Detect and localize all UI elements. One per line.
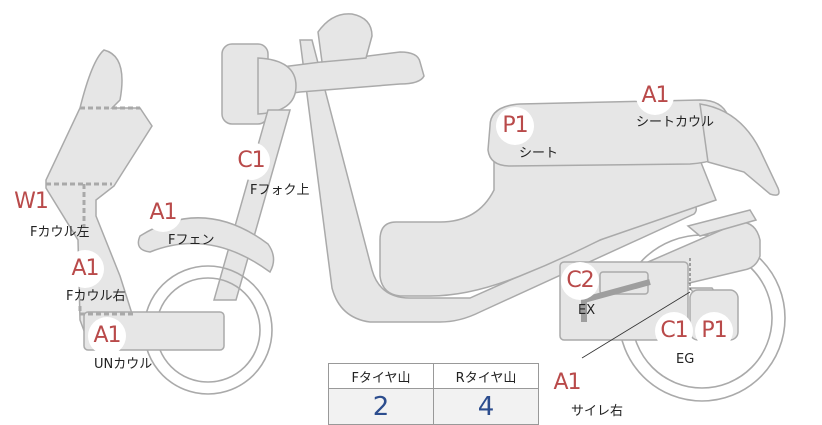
label-un-cowl: UNカウル: [94, 357, 153, 372]
exhaust-bend: [581, 279, 651, 322]
tire-table-header-row: Fタイヤ山 Rタイヤ山: [328, 363, 539, 389]
value-rear-tire-tread: 4: [433, 388, 539, 425]
badge-c1-eg: C1: [655, 312, 693, 350]
label-ex: EX: [578, 303, 596, 318]
badge-a1-un-cowl: A1: [88, 317, 126, 355]
front-cowl: [45, 49, 153, 337]
tail-cowl: [699, 103, 780, 196]
badge-w1-fcowl-left: W1: [12, 183, 50, 221]
label-ffork-upper: Fフォク上: [250, 183, 310, 198]
tire-table-value-row: 2 4: [328, 388, 539, 425]
label-seat: シート: [519, 146, 559, 161]
label-side-cover-right: サイレ右: [571, 404, 624, 419]
header-rear-tire-tread: Rタイヤ山: [433, 363, 539, 389]
front-fender: [137, 217, 275, 274]
handlebar: [256, 51, 425, 97]
badge-c2-ex: C2: [561, 262, 599, 300]
badge-a1-seat-cowl: A1: [636, 77, 674, 115]
badge-p1-eg: P1: [695, 312, 733, 350]
rear-body: [379, 159, 717, 297]
badge-c1-ffork: C1: [232, 142, 270, 180]
side-cover-frame: [686, 209, 758, 237]
badge-a1-ffender: A1: [144, 194, 182, 232]
label-fcowl-right: Fカウル右: [66, 289, 126, 304]
cowl-dash-lower: [78, 306, 136, 316]
front-fork: [213, 109, 291, 301]
sidecover-leader: [581, 291, 691, 359]
label-eg: EG: [676, 352, 695, 367]
mirror: [317, 13, 373, 63]
label-fcowl-left: Fカウル左: [30, 225, 90, 240]
tire-tread-table: Fタイヤ山 Rタイヤ山 2 4: [328, 363, 539, 425]
badge-a1-side-cover: A1: [548, 364, 586, 402]
value-front-tire-tread: 2: [328, 388, 434, 425]
header-front-tire-tread: Fタイヤ山: [328, 363, 434, 389]
badge-a1-fcowl-right: A1: [66, 250, 104, 288]
label-ffender: Fフェン: [168, 233, 215, 248]
badge-p1-seat: P1: [496, 107, 534, 145]
label-seat-cowl: シートカウル: [636, 115, 715, 130]
